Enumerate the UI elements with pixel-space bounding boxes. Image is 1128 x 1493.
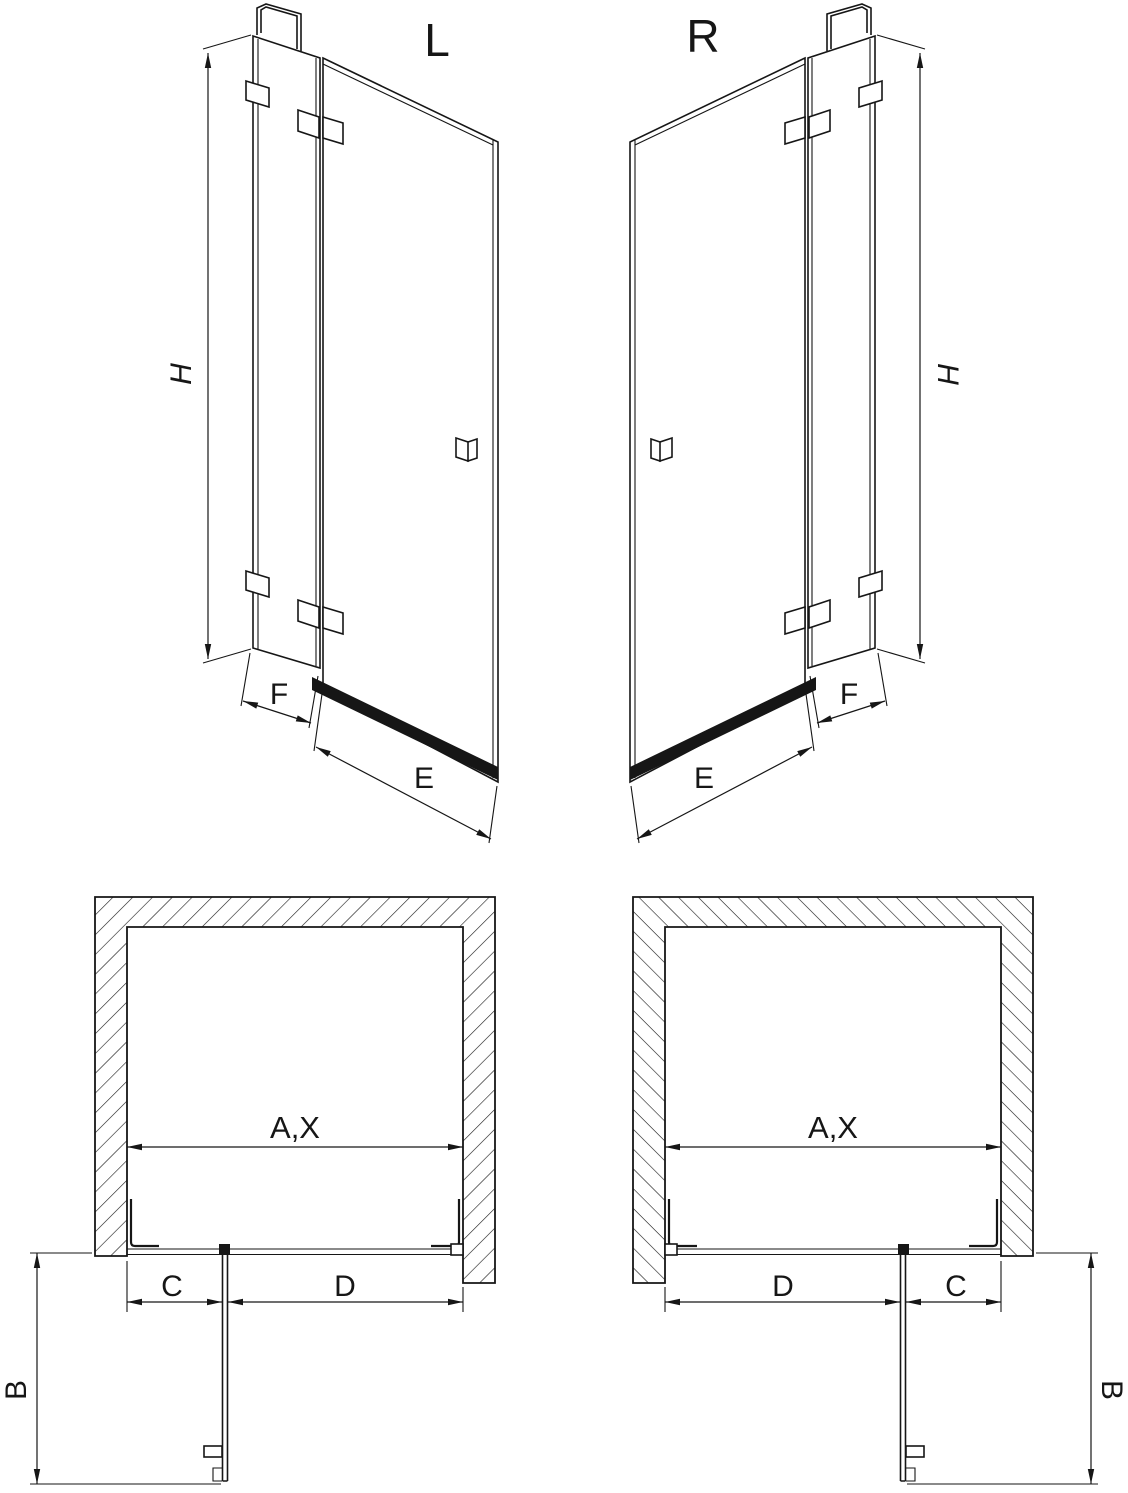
dim-label-height-right: H xyxy=(931,363,964,385)
fixed-glass-panel xyxy=(252,34,321,670)
plan-extension-lines xyxy=(30,1252,464,1485)
dim-label-b-right: B xyxy=(1095,1380,1128,1400)
open-door-handle-hook xyxy=(212,1467,222,1482)
wall-profile-bracket xyxy=(256,3,302,51)
hinges xyxy=(245,79,344,636)
corner-profiles xyxy=(129,1199,461,1248)
iso-view-right xyxy=(630,4,925,843)
open-door-handle xyxy=(203,1445,223,1458)
hinge-pivot-block xyxy=(219,1244,230,1255)
threshold-lines xyxy=(127,1248,463,1256)
dim-label-c-right: C xyxy=(945,1270,967,1303)
dim-label-d-right: D xyxy=(772,1270,794,1303)
dim-label-e-right: E xyxy=(694,762,714,795)
dim-label-e-left: E xyxy=(414,762,434,795)
iso-view-left xyxy=(202,3,499,844)
dim-label-f-right: F xyxy=(840,678,858,711)
glass-edge-lines xyxy=(257,39,494,778)
dimension-line-f xyxy=(242,700,312,724)
door-handle xyxy=(455,436,478,463)
door-glass-panel xyxy=(322,56,499,784)
variant-label-right: R xyxy=(686,10,719,62)
plan-view-right xyxy=(633,897,1098,1484)
variant-label-left: L xyxy=(424,14,450,66)
dim-label-b-left: B xyxy=(0,1380,33,1400)
walls-hatched xyxy=(94,896,496,1284)
dim-label-c-left: C xyxy=(161,1270,183,1303)
door-catch-profile xyxy=(450,1243,464,1256)
dimension-line-e xyxy=(315,746,492,840)
iso-dimension-extension-lines xyxy=(202,34,498,844)
dim-label-opening-right: A,X xyxy=(808,1110,858,1145)
dim-label-d-left: D xyxy=(334,1270,356,1303)
labels: L R H H F F E E A,X A,X C D D C B B xyxy=(0,10,1128,1400)
plan-view-left xyxy=(30,896,496,1485)
dim-label-opening-left: A,X xyxy=(270,1110,320,1145)
dim-label-f-left: F xyxy=(270,678,288,711)
dim-label-height-left: H xyxy=(165,363,198,385)
open-door-leaf xyxy=(221,1255,229,1482)
